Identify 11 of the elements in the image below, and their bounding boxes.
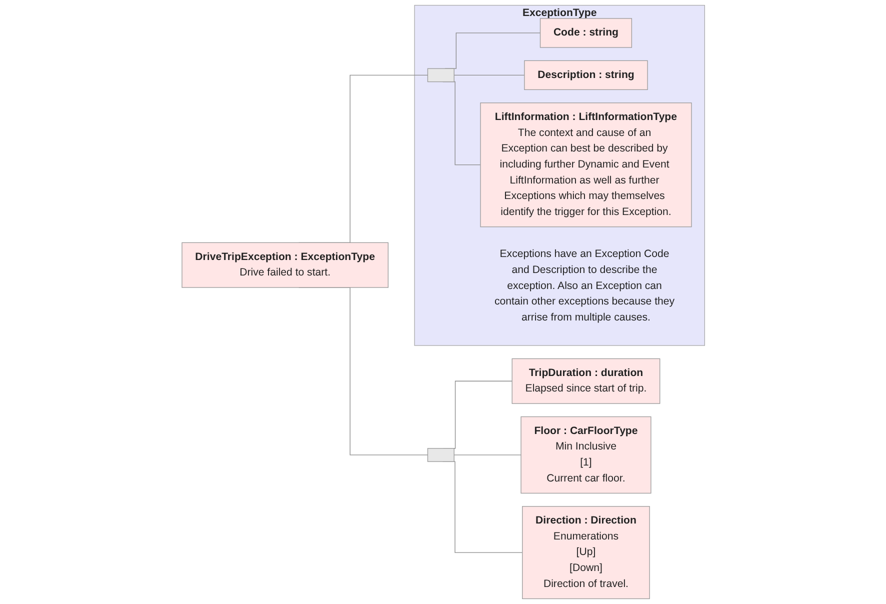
node-bar — [427, 68, 454, 82]
connector — [453, 454, 521, 456]
node-box: Code : string — [540, 18, 632, 48]
node-box: TripDuration : duration Elapsed since start of trip. — [511, 358, 660, 404]
node-box: Direction : Direction Enumerations [Up] [Down] Direction of travel. — [522, 506, 650, 600]
node-box: Description : string — [524, 60, 648, 90]
connector — [453, 74, 524, 76]
node-bar — [427, 448, 454, 462]
node-box: DriveTripException : ExceptionType Drive failed to start. — [181, 242, 388, 288]
node-box: LiftInformation : LiftInformationType The context and cause of an Exception can best be described by including further Dynamic and Event LiftInformation as well as further Exceptions which may themselves identify the trigger for this Exception. — [480, 102, 692, 228]
node-box: Floor : CarFloorType Min Inclusive [1] Current car floor. — [520, 416, 651, 494]
